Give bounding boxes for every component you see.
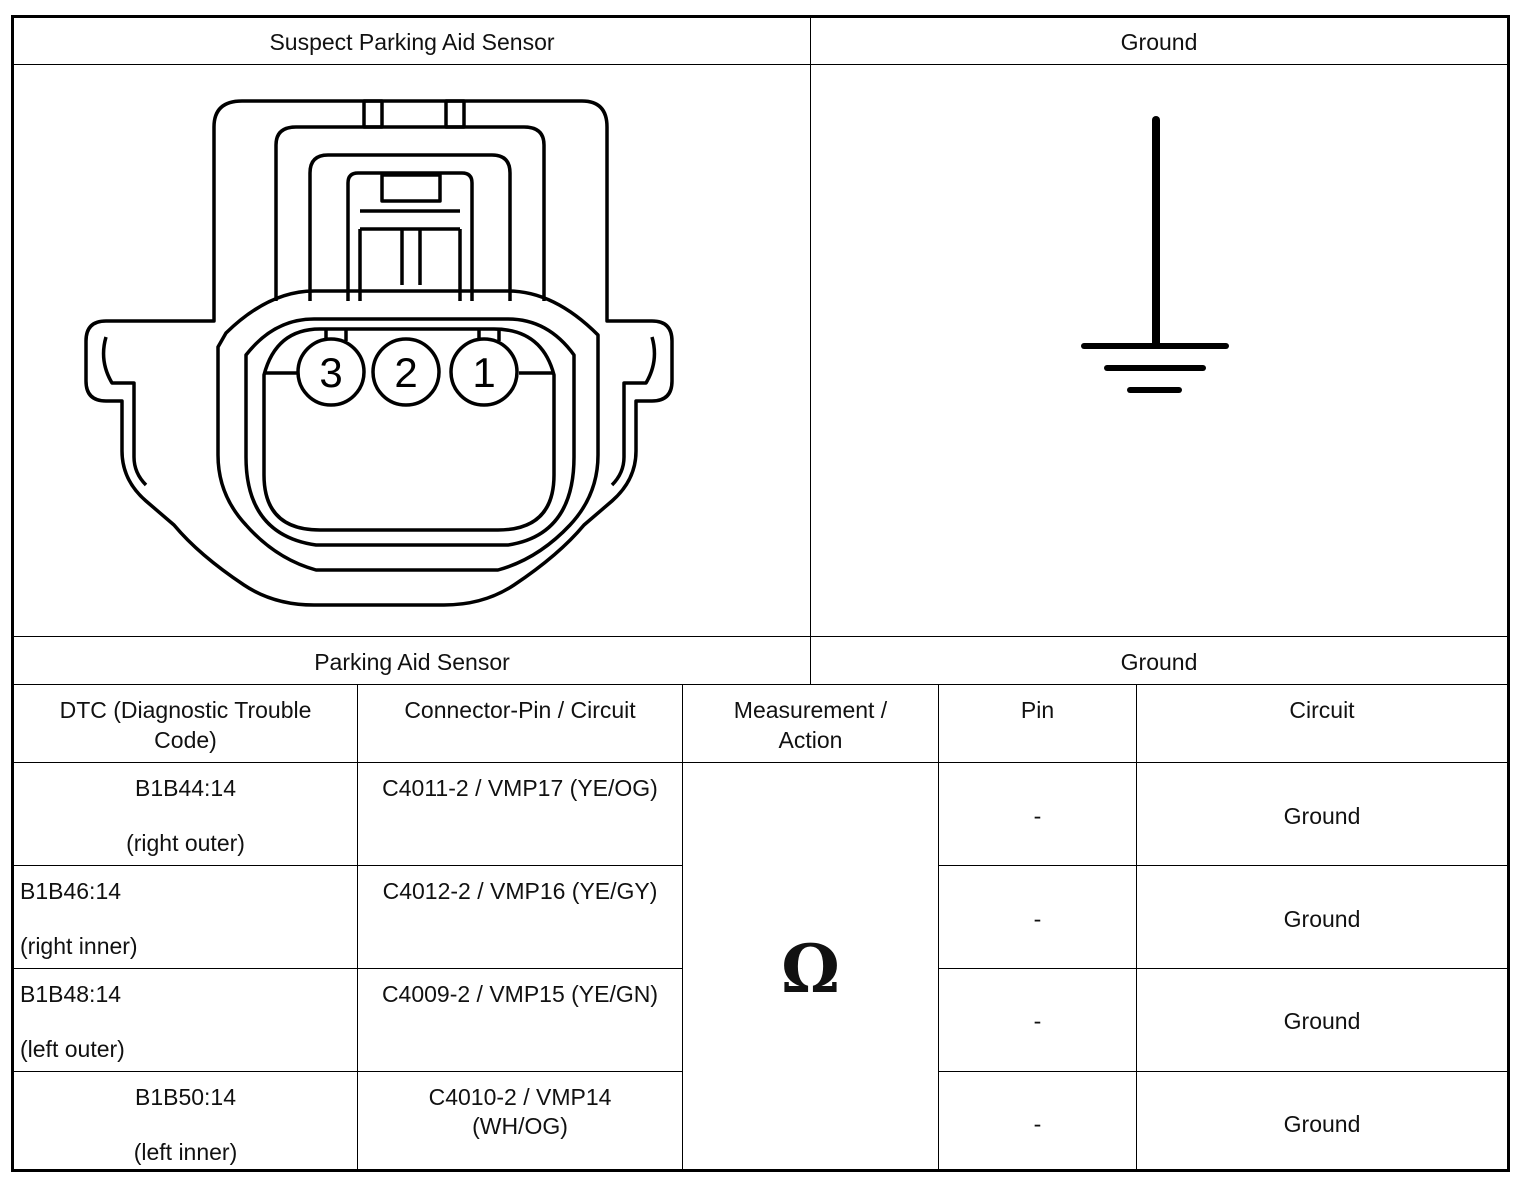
connector-face-diagram: 3 2 1: [84, 99, 674, 607]
column-header-text: DTC (Diagnostic Trouble: [59, 697, 312, 723]
circuit-value: Ground: [1283, 803, 1361, 829]
dtc-location: (left outer): [20, 1036, 125, 1062]
grid-line: [14, 762, 1507, 763]
subheader-ground: Ground: [1120, 649, 1198, 675]
grid-line: [14, 865, 682, 866]
pin-label: 2: [394, 349, 417, 396]
column-header-connector-pin: Connector-Pin / Circuit: [404, 697, 636, 723]
connector-pin-circuit: C4009-2 / VMP15 (YE/GN): [381, 981, 659, 1007]
pin-value: -: [1033, 906, 1042, 932]
grid-line: [14, 64, 1507, 65]
pin-label: 1: [472, 349, 495, 396]
grid-line: [938, 968, 1507, 969]
dtc-code: B1B46:14: [20, 878, 122, 904]
circuit-value: Ground: [1283, 1008, 1361, 1034]
ground-symbol-icon: [1081, 116, 1229, 393]
header-suspect-sensor: Suspect Parking Aid Sensor: [269, 29, 555, 55]
column-header-text: Code): [154, 727, 217, 753]
dtc-code: B1B48:14: [20, 981, 122, 1007]
column-header-text: Action: [778, 727, 843, 753]
grid-line: [810, 18, 811, 684]
measurement-ohm-symbol: Ω: [781, 930, 840, 1008]
test-table: Suspect Parking Aid Sensor Ground: [11, 15, 1510, 1172]
grid-line: [938, 865, 1507, 866]
connector-pin-circuit: C4012-2 / VMP16 (YE/GY): [382, 878, 658, 904]
connector-pin-circuit: C4011-2 / VMP17 (YE/OG): [382, 775, 658, 801]
grid-line: [682, 684, 683, 1169]
column-header-dtc: DTC (Diagnostic Trouble Code): [14, 695, 357, 755]
grid-line: [357, 684, 358, 1169]
grid-line: [938, 1071, 1507, 1072]
grid-line: [1136, 684, 1137, 1169]
circuit-value: Ground: [1283, 906, 1361, 932]
connector-pin-circuit: C4010-2 / VMP14: [428, 1084, 612, 1110]
dtc-code: B1B50:14: [134, 1084, 237, 1110]
connector-pin-circuit-wire: (WH/OG): [472, 1113, 568, 1139]
pin-value: -: [1033, 803, 1042, 829]
column-header-text: Measurement /: [733, 697, 888, 723]
column-header-pin: Pin: [1020, 697, 1055, 723]
grid-line: [938, 684, 939, 1169]
pin-label: 3: [319, 349, 342, 396]
circuit-value: Ground: [1283, 1111, 1361, 1137]
pin-value: -: [1033, 1111, 1042, 1137]
dtc-location: (right inner): [20, 933, 138, 959]
dtc-location: (left inner): [133, 1139, 238, 1165]
dtc-location: (right outer): [126, 830, 245, 856]
header-ground: Ground: [1120, 29, 1198, 55]
dtc-code: B1B44:14: [134, 775, 237, 801]
column-header-circuit: Circuit: [1289, 697, 1355, 723]
grid-line: [14, 1071, 682, 1072]
grid-line: [14, 636, 1507, 637]
grid-line: [14, 684, 1507, 685]
grid-line: [14, 968, 682, 969]
subheader-parking-aid-sensor: Parking Aid Sensor: [314, 649, 510, 675]
column-header-measurement: Measurement / Action: [683, 695, 938, 755]
pin-value: -: [1033, 1008, 1042, 1034]
